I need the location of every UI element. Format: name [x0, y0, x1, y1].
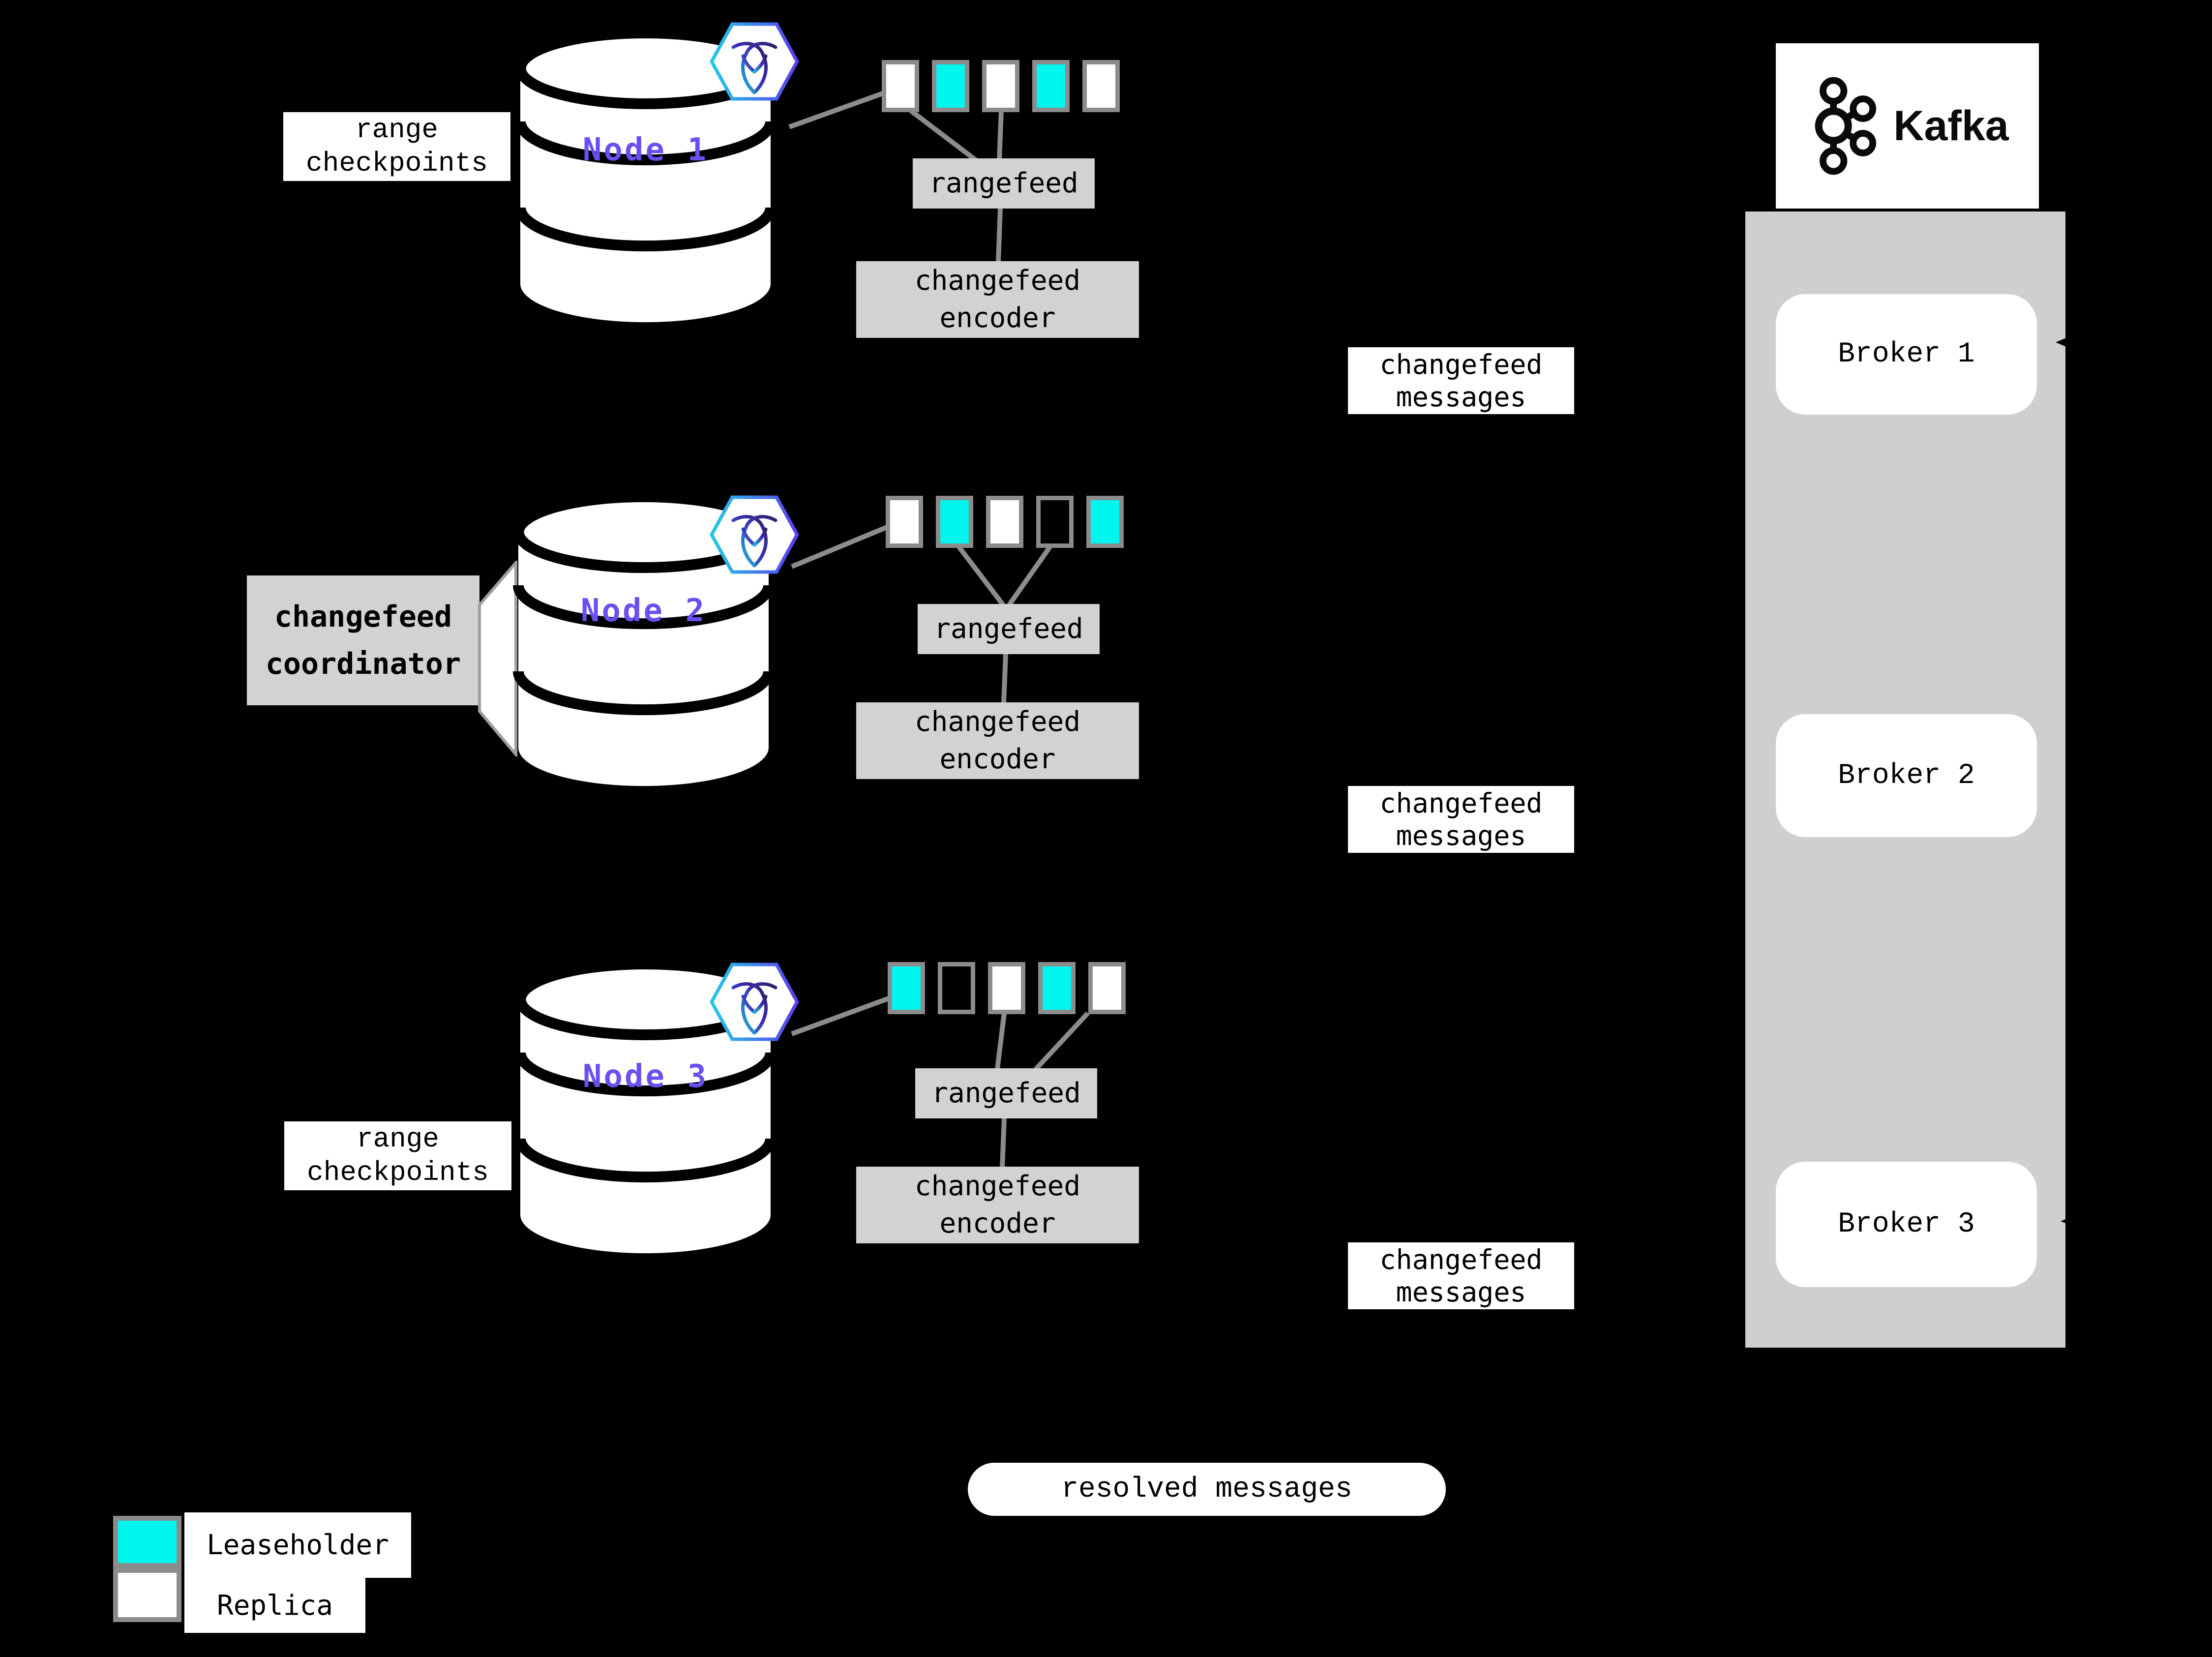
- connector-node3-to-ranges: [791, 996, 890, 1036]
- coordinator-flag-shape: [478, 561, 517, 756]
- rangefeed1-label: rangefeed: [929, 167, 1078, 199]
- legend-leaseholder-label-box: Leaseholder: [184, 1512, 411, 1578]
- encoder3-line1: changefeed: [914, 1170, 1081, 1202]
- changefeed-encoder3-box: changefeed encoder: [856, 1167, 1139, 1243]
- node3-database-cylinder-icon: [515, 959, 776, 1254]
- broker2-label: Broker 2: [1838, 759, 1975, 792]
- range-checkpoints-line2: checkpoints: [307, 1157, 489, 1188]
- encoder1-line1: changefeed: [914, 265, 1081, 297]
- rangefeed2-box: rangefeed: [918, 604, 1100, 654]
- encoder2-line1: changefeed: [914, 706, 1081, 738]
- node1-database-cylinder-icon: [515, 28, 776, 323]
- arrowhead-into-broker3-icon: [2061, 1217, 2072, 1226]
- resolved-messages-label: resolved messages: [1061, 1473, 1352, 1506]
- rangefeed2-label: rangefeed: [934, 613, 1083, 645]
- range-leaseholder: [1086, 496, 1124, 548]
- range-checkpoints-label-top: range checkpoints: [283, 112, 510, 181]
- connector-range3-to-rangefeed: [997, 110, 1004, 161]
- changefeed-messages3-label: changefeed messages: [1348, 1242, 1574, 1309]
- range-replica: [886, 496, 923, 548]
- connector-node1-to-ranges: [788, 91, 884, 129]
- encoder1-line2: encoder: [939, 302, 1056, 334]
- range-leaseholder: [936, 496, 973, 548]
- kafka-brand-label: Kafka: [1893, 102, 2009, 150]
- messages3-line1: changefeed: [1379, 1244, 1543, 1275]
- connector-range1-to-rangefeed: [909, 109, 978, 162]
- messages2-line2: messages: [1396, 820, 1526, 851]
- node3-ranges-row: [888, 962, 1126, 1014]
- legend-leaseholder-swatch: [113, 1516, 181, 1568]
- range-checkpoints-line2: checkpoints: [306, 148, 488, 179]
- changefeed-encoder2-box: changefeed encoder: [856, 702, 1139, 779]
- cockroachdb-hexagon-icon: [710, 22, 799, 101]
- range-checkpoints-line1: range: [356, 1123, 440, 1155]
- range-replica: [1088, 962, 1126, 1014]
- range-replica: [1082, 60, 1120, 112]
- broker3-box: Broker 3: [1776, 1162, 2037, 1287]
- legend-replica-label: Replica: [216, 1589, 333, 1622]
- range-replica: [982, 60, 1019, 112]
- range-outline: [1036, 496, 1074, 548]
- cockroachdb-hexagon-icon: [710, 963, 799, 1041]
- connector-rangefeed3-to-encoder: [1000, 1118, 1007, 1168]
- messages1-line2: messages: [1396, 381, 1526, 413]
- node2-label: Node 2: [580, 593, 707, 629]
- cockroachdb-hexagon-icon: [710, 495, 799, 574]
- connector-rangefeed2-to-encoder: [1001, 654, 1008, 704]
- broker1-label: Broker 1: [1838, 338, 1975, 370]
- changefeed-coordinator-box: changefeed coordinator: [247, 575, 479, 705]
- messages3-line2: messages: [1396, 1276, 1526, 1308]
- node1-ranges-row: [882, 60, 1120, 112]
- connector-rangefeed1-to-encoder: [996, 208, 1003, 263]
- range-checkpoints-line1: range: [355, 114, 439, 146]
- encoder3-line2: encoder: [939, 1207, 1056, 1239]
- range-leaseholder: [932, 60, 969, 112]
- range-replica: [882, 60, 919, 112]
- legend-replica-label-box: Replica: [184, 1578, 365, 1633]
- range-leaseholder: [1038, 962, 1076, 1014]
- range-replica: [988, 962, 1025, 1014]
- changefeed-messages2-label: changefeed messages: [1348, 786, 1574, 853]
- resolved-messages-pill: resolved messages: [968, 1463, 1446, 1516]
- range-leaseholder: [1032, 60, 1070, 112]
- coordinator-line1: changefeed: [274, 600, 452, 634]
- node1-label: Node 1: [582, 132, 709, 168]
- connector-range3b-to-rangefeed: [995, 1013, 1007, 1070]
- coordinator-line2: coordinator: [265, 647, 461, 681]
- connector-range2-to-rangefeed: [957, 545, 1005, 607]
- range-replica: [986, 496, 1023, 548]
- connector-range5-to-rangefeed: [1034, 1011, 1090, 1071]
- encoder2-line2: encoder: [939, 743, 1056, 775]
- node3-label: Node 3: [582, 1058, 709, 1095]
- legend-replica-swatch: [113, 1568, 181, 1622]
- legend-leaseholder-label: Leaseholder: [207, 1529, 389, 1561]
- rangefeed1-box: rangefeed: [913, 158, 1095, 209]
- messages1-line1: changefeed: [1379, 349, 1543, 380]
- broker2-box: Broker 2: [1776, 714, 2037, 837]
- connector-node2-to-ranges: [791, 525, 888, 569]
- arrowhead-into-broker1-icon: [2056, 332, 2079, 352]
- rangefeed3-label: rangefeed: [931, 1077, 1081, 1109]
- messages2-line1: changefeed: [1379, 787, 1543, 819]
- rangefeed3-box: rangefeed: [915, 1068, 1097, 1118]
- broker3-label: Broker 3: [1838, 1208, 1975, 1240]
- range-outline: [938, 962, 975, 1014]
- changefeed-encoder1-box: changefeed encoder: [856, 261, 1139, 338]
- range-checkpoints-label-bottom: range checkpoints: [284, 1121, 511, 1190]
- broker1-box: Broker 1: [1776, 294, 2037, 415]
- kafka-logo-icon: [1815, 77, 1877, 175]
- kafka-logo-box: Kafka: [1776, 43, 2039, 209]
- range-leaseholder: [888, 962, 925, 1014]
- changefeed-messages1-label: changefeed messages: [1348, 347, 1574, 414]
- node2-database-cylinder-icon: [513, 492, 774, 786]
- connector-range4-to-rangefeed: [1007, 545, 1052, 606]
- node2-ranges-row: [886, 496, 1124, 548]
